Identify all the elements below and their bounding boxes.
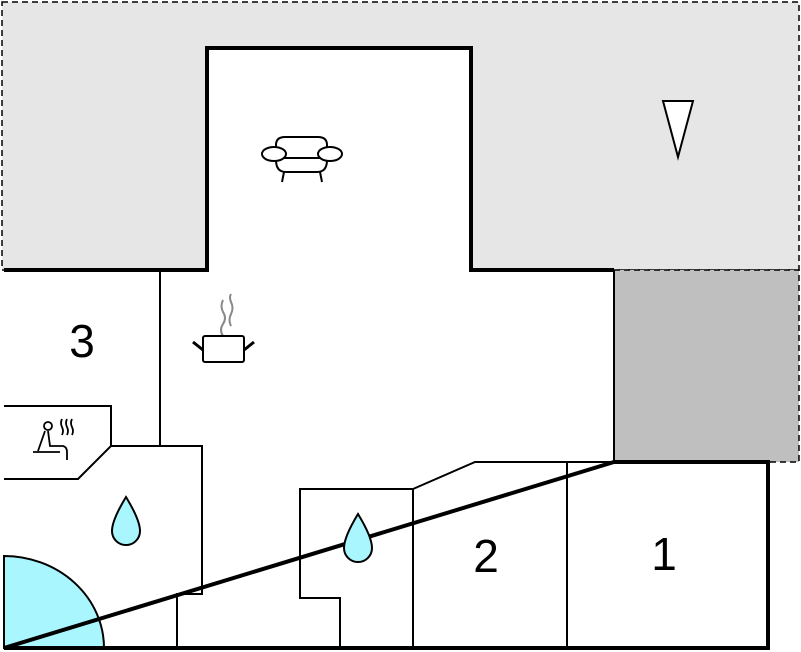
- sauna-icon: [33, 418, 74, 460]
- room-label-1: 1: [651, 528, 677, 580]
- north-arrow-icon: [661, 100, 695, 161]
- cooking-pot-icon: [192, 293, 255, 363]
- inner-walls: [4, 270, 615, 648]
- water-drop-icon: [110, 495, 142, 546]
- covered-area: [613, 269, 800, 463]
- outer-walls: [3, 46, 770, 650]
- room-label-3: 3: [69, 315, 95, 367]
- interior-floor: [4, 48, 768, 648]
- sofa-icon: [261, 136, 343, 183]
- water-drop-icon: [342, 512, 374, 563]
- room-label-2: 2: [473, 530, 499, 582]
